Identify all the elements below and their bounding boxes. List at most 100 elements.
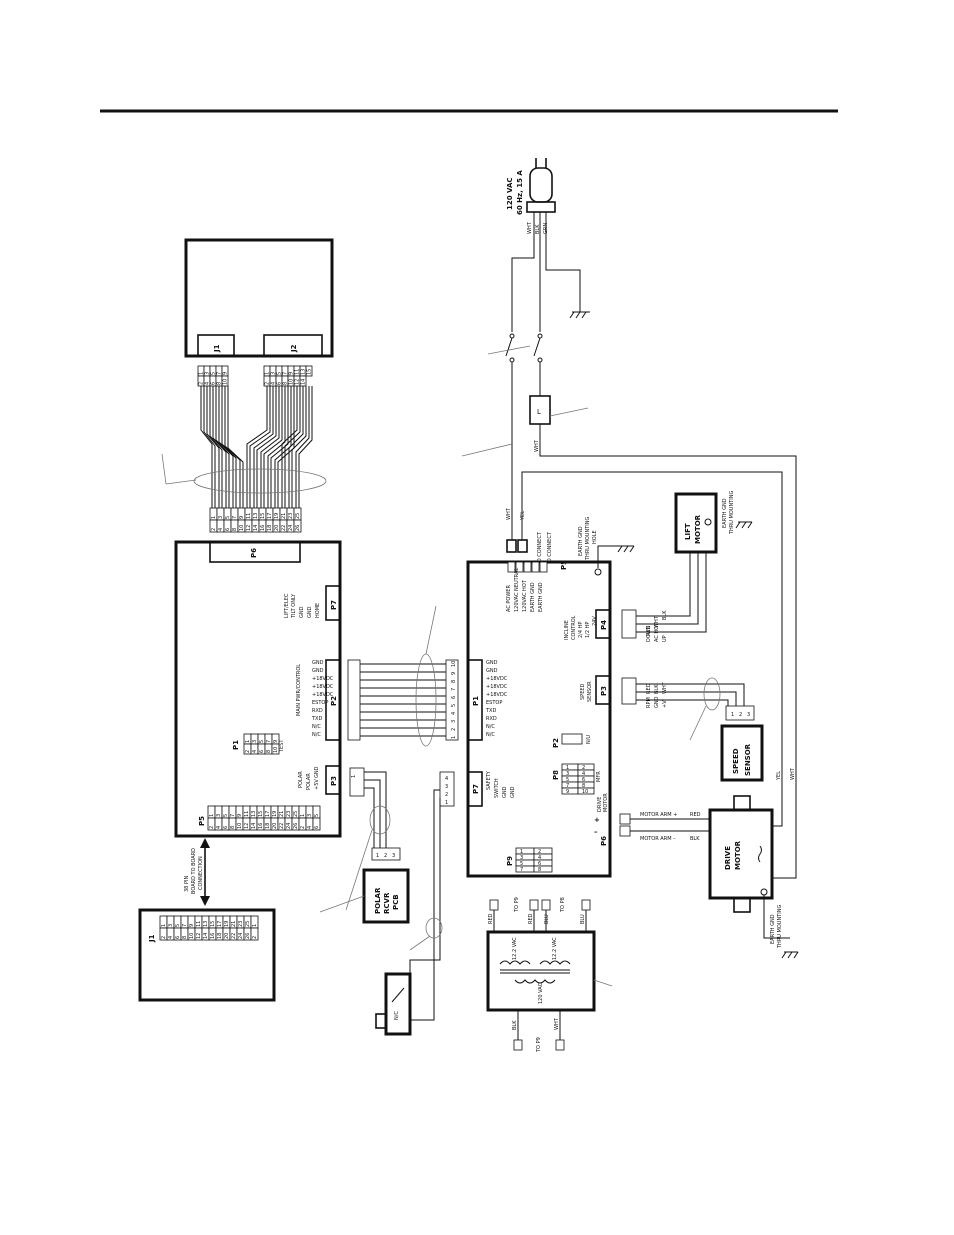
ribbon-pin-number: 14 [253,525,259,531]
upper-p5-pin-number: 23 [286,811,292,817]
lower-p8: P8 [552,770,560,780]
xfmr-wire-red-2: RED [528,913,534,924]
lower-j1-pin-number: 11 [196,921,202,927]
upper-p3: P3 [330,776,338,786]
lower-j1-pin-number: 17 [217,921,223,927]
ribbon-wire [260,386,280,508]
transformer-pri: 120 VAC [538,982,544,1004]
lower-j1-pin-number: 15 [210,921,216,927]
lower-p9-pin-number: 5 [520,861,523,867]
p5-note-1: 38 PIN [184,876,190,892]
lower-j1-pin-cell [250,927,259,941]
lower-p1-label: GND [486,668,498,674]
lower-p1-pin-number: 1 [451,736,457,739]
upper-p5-pin-number: 2 [209,826,215,829]
upper-p1-pin-number: 8 [266,750,272,753]
lower-p5-terminal [523,561,532,573]
wire-wht-label: WHT [534,439,540,452]
ribbon-wire [249,386,271,508]
lower-p8-suffix: MFR [596,771,602,782]
ribbon-wire [270,386,289,508]
polar-wiring: 1 1 2 3 POLAR RCVR PCB [319,767,410,924]
p3-wire-v: +V [662,700,668,708]
power-cord: 120 VAC 60 Hz, 15 A WHT BLK GRN [506,158,590,332]
lower-p4-title-1: INCLINE [564,620,570,640]
lower-p9-pin-number: 4 [538,855,541,861]
ribbon-wire [298,386,313,508]
ribbon-wire [295,386,310,508]
lower-p1-pin-number: 6 [451,696,457,699]
upper-p1-pin-number: 9 [273,740,279,743]
upper-p7-l4: HOME [315,603,321,618]
upper-p5-pin-number: 17 [265,811,271,817]
lower-p4-title-2: CONTROL [571,615,577,640]
breaker-label: L [537,408,541,416]
lower-p5-label: 120VAC NEUTRAL [514,568,520,612]
upper-p7: P7 [330,600,338,610]
lower-j1-label: J1 [148,934,156,943]
safety-switch-body [384,972,412,1036]
upper-p3-l1: POLAR [306,773,312,790]
polar-pin-2: 2 [384,853,387,859]
upper-board: P6 P7 LIFT/ELEC TILT ONLY GND GND HOME P… [174,540,342,838]
lower-p5-label: EARTH GND [538,582,544,612]
plug-body [529,167,553,203]
lower-p8-pin-number: 4 [582,771,585,777]
upper-p5-pin-cell [312,817,321,831]
lower-p6-plus: + [594,816,600,824]
upper-p7-l2: GND [299,606,305,618]
p3-wire-gnd: GND [654,696,660,708]
lower-j1-pin-number: 4 [168,936,174,939]
main-switch: L WHT WHT YEL YEL WHT NO CONNECT NO CONN… [461,333,797,879]
xfmr-to-p9-top: TO P9 [514,897,520,913]
speed-pin-3: 3 [747,712,750,718]
upper-p1-suffix: TEST [279,739,285,753]
ribbon-wire [288,386,304,508]
ribbon-pin-cell [293,519,302,533]
upper-p5-pin-number: 14 [251,823,257,829]
p4-wire-blk: BLK [662,610,668,620]
lower-j1-pin-number: 26 [245,933,251,939]
display-j2-pin-number: 7 [283,372,289,375]
polar-label-3: PCB [392,894,400,910]
lower-j1-pin-number: 1 [252,924,258,927]
p4-wire-down: DOWN [646,625,652,642]
lower-p4-sub-1: 2/4 HP [578,622,584,638]
lower-p9-pin-cell [515,865,535,873]
lower-p8-pin-number: 6 [582,777,585,783]
lower-p1-label: TXD [485,708,496,714]
lower-p1-label: ESTOP [486,700,502,706]
lower-p6: P6 [600,836,608,846]
transformer: 12.2 VAC 12.2 VAC 120 VAC RED TO P9 RED … [486,897,613,1053]
display-j2-pin-number: 13 [301,369,307,375]
p4-wire-ac: AC HOT [654,622,660,642]
upper-p2-label: +18VDC [312,676,334,682]
wire-wht-label-3: WHT [790,767,796,780]
p4-wire-wht: WHT [654,615,660,628]
upper-p5-pin-number: 11 [244,811,250,817]
upper-p1-pin-cell [271,743,280,755]
lower-j1-pin-number: 13 [203,921,209,927]
lower-p7-l1: SWITCH [494,778,500,798]
polar-hdr-1: 1 [351,775,357,778]
lower-p1-pin-number: 3 [451,720,457,723]
lower-j1-pin-number: 1 [161,924,167,927]
display-j1-pin-number: 8 [217,382,223,385]
earth-note-3: HOLE [592,530,598,544]
speed-sensor: RPM GND +V RED BLK WHT 1 2 3 SPEED SENSO… [621,677,764,782]
lower-p8-pin-number: 3 [566,771,569,777]
drive-earth-1: EARTH GND [770,914,776,944]
lower-p8-pin-cell [577,769,595,777]
upper-p5-pin-number: 22 [279,823,285,829]
lower-p9-pin-number: 6 [538,861,541,867]
upper-p5-pin-number: 4 [216,826,222,829]
display-j1-pin-number: 2 [199,382,205,385]
wire-wht-label-2: WHT [506,507,512,520]
xfmr-wire-blk: BLK [512,1020,518,1030]
safety-pin-2: 2 [445,792,448,798]
display-j2-pin-cell [305,365,313,377]
ribbon-wire [274,386,292,508]
